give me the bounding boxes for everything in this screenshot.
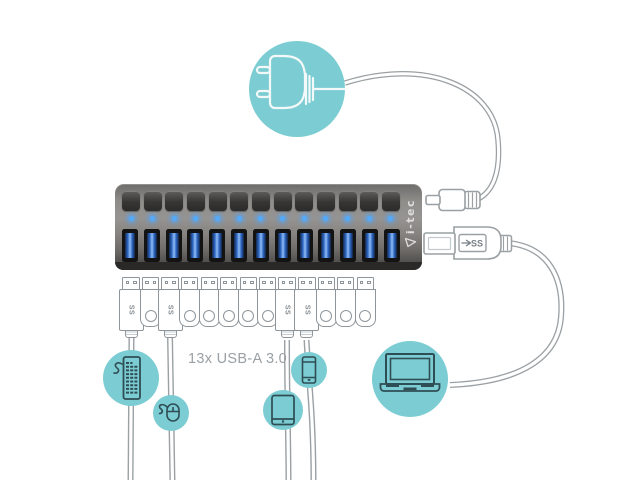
usb-b-plug: SS [423,226,513,260]
status-led [323,215,329,221]
ports-label: 13x USB-A 3.0 [188,351,288,367]
tablet-circle [263,390,303,430]
hub-power-button [208,191,227,211]
status-led [280,215,286,221]
keyboard-icon [113,356,141,400]
usb-a-port [231,229,248,262]
hub-power-button [230,191,249,211]
hub-led-cell [187,215,205,221]
hub-power-button [381,191,400,211]
smartphone-circle [291,352,327,388]
laptop-circle [372,341,448,417]
hub-power-button [295,191,314,211]
hub-power-button [316,191,335,211]
usb-a-port-inner [212,233,223,258]
brand-logo-text: i-tec [404,199,417,235]
hub-led-cell [252,215,270,221]
hub-led-cell [230,215,248,221]
hub-power-button [251,191,270,211]
usb-a-port [383,229,400,262]
usb-a-port [296,229,313,262]
smartphone-icon [301,356,317,384]
status-led [150,215,156,221]
usb-a-port-inner [386,233,397,258]
usb-a-port-inner [190,233,201,258]
usb-a-port-inner [168,233,179,258]
usb3-logo-text: SS [471,239,483,249]
hub-status-leds [122,215,400,221]
power-cable [344,71,502,202]
usb-a-port [143,229,160,262]
power-plug-icon [255,54,345,110]
hub-led-cell [382,215,400,221]
hub-led-cell [317,215,335,221]
status-led [236,215,242,221]
usb-a-port [362,229,379,262]
hub-led-cell [360,215,378,221]
status-led [366,215,372,221]
usb-a-port-inner [146,233,157,258]
hub-led-cell [295,215,313,221]
hub-power-button [122,191,140,211]
hub-led-cell [144,215,162,221]
hub-power-button [338,191,357,211]
mouse-icon [158,403,180,422]
hub-power-button [143,191,162,211]
hub-power-button [165,191,184,211]
usb-a-port [252,229,269,262]
hub-led-cell [165,215,183,221]
usb-a-port-inner [255,233,266,258]
laptop-icon [379,353,441,392]
status-led [171,215,177,221]
status-led [301,215,307,221]
keyboard-circle [103,350,159,406]
dc-power-plug [425,188,481,212]
hub-power-buttons [122,191,400,211]
hub-power-button [360,191,379,211]
usb-a-port [187,229,204,262]
usb-hub: i-tec [115,184,422,270]
mouse-circle [153,395,189,431]
tablet-icon [271,394,295,426]
usb-a-port [122,229,138,262]
status-led [345,215,351,221]
usb-a-port-inner [125,233,135,258]
usb-a-port [274,229,291,262]
hub-led-cell [274,215,292,221]
hub-power-button [186,191,205,211]
usb-a-port [318,229,335,262]
status-led [388,215,394,221]
usb-a-port-inner [365,233,376,258]
hub-led-cell [122,215,140,221]
hub-usb-ports [122,229,400,262]
usb-a-port-inner [321,233,332,258]
status-led [128,215,134,221]
usb-a-port [165,229,182,262]
usb-a-port [340,229,357,262]
hub-led-cell [209,215,227,221]
brand-logo-triangle-icon [404,237,417,248]
usb3-logo-badge: SS [458,233,487,253]
usb-a-port [209,229,226,262]
status-led [258,215,264,221]
usb-a-port-inner [234,233,245,258]
usb-a-port-inner [277,233,288,258]
power-plug-circle [249,41,345,137]
usb-a-port-inner [299,233,310,258]
brand-logo: i-tec [404,199,417,248]
hub-led-cell [339,215,357,221]
status-led [215,215,221,221]
hub-power-button [273,191,292,211]
usb-a-port-inner [343,233,354,258]
usb-b-cable [449,240,565,388]
status-led [193,215,199,221]
